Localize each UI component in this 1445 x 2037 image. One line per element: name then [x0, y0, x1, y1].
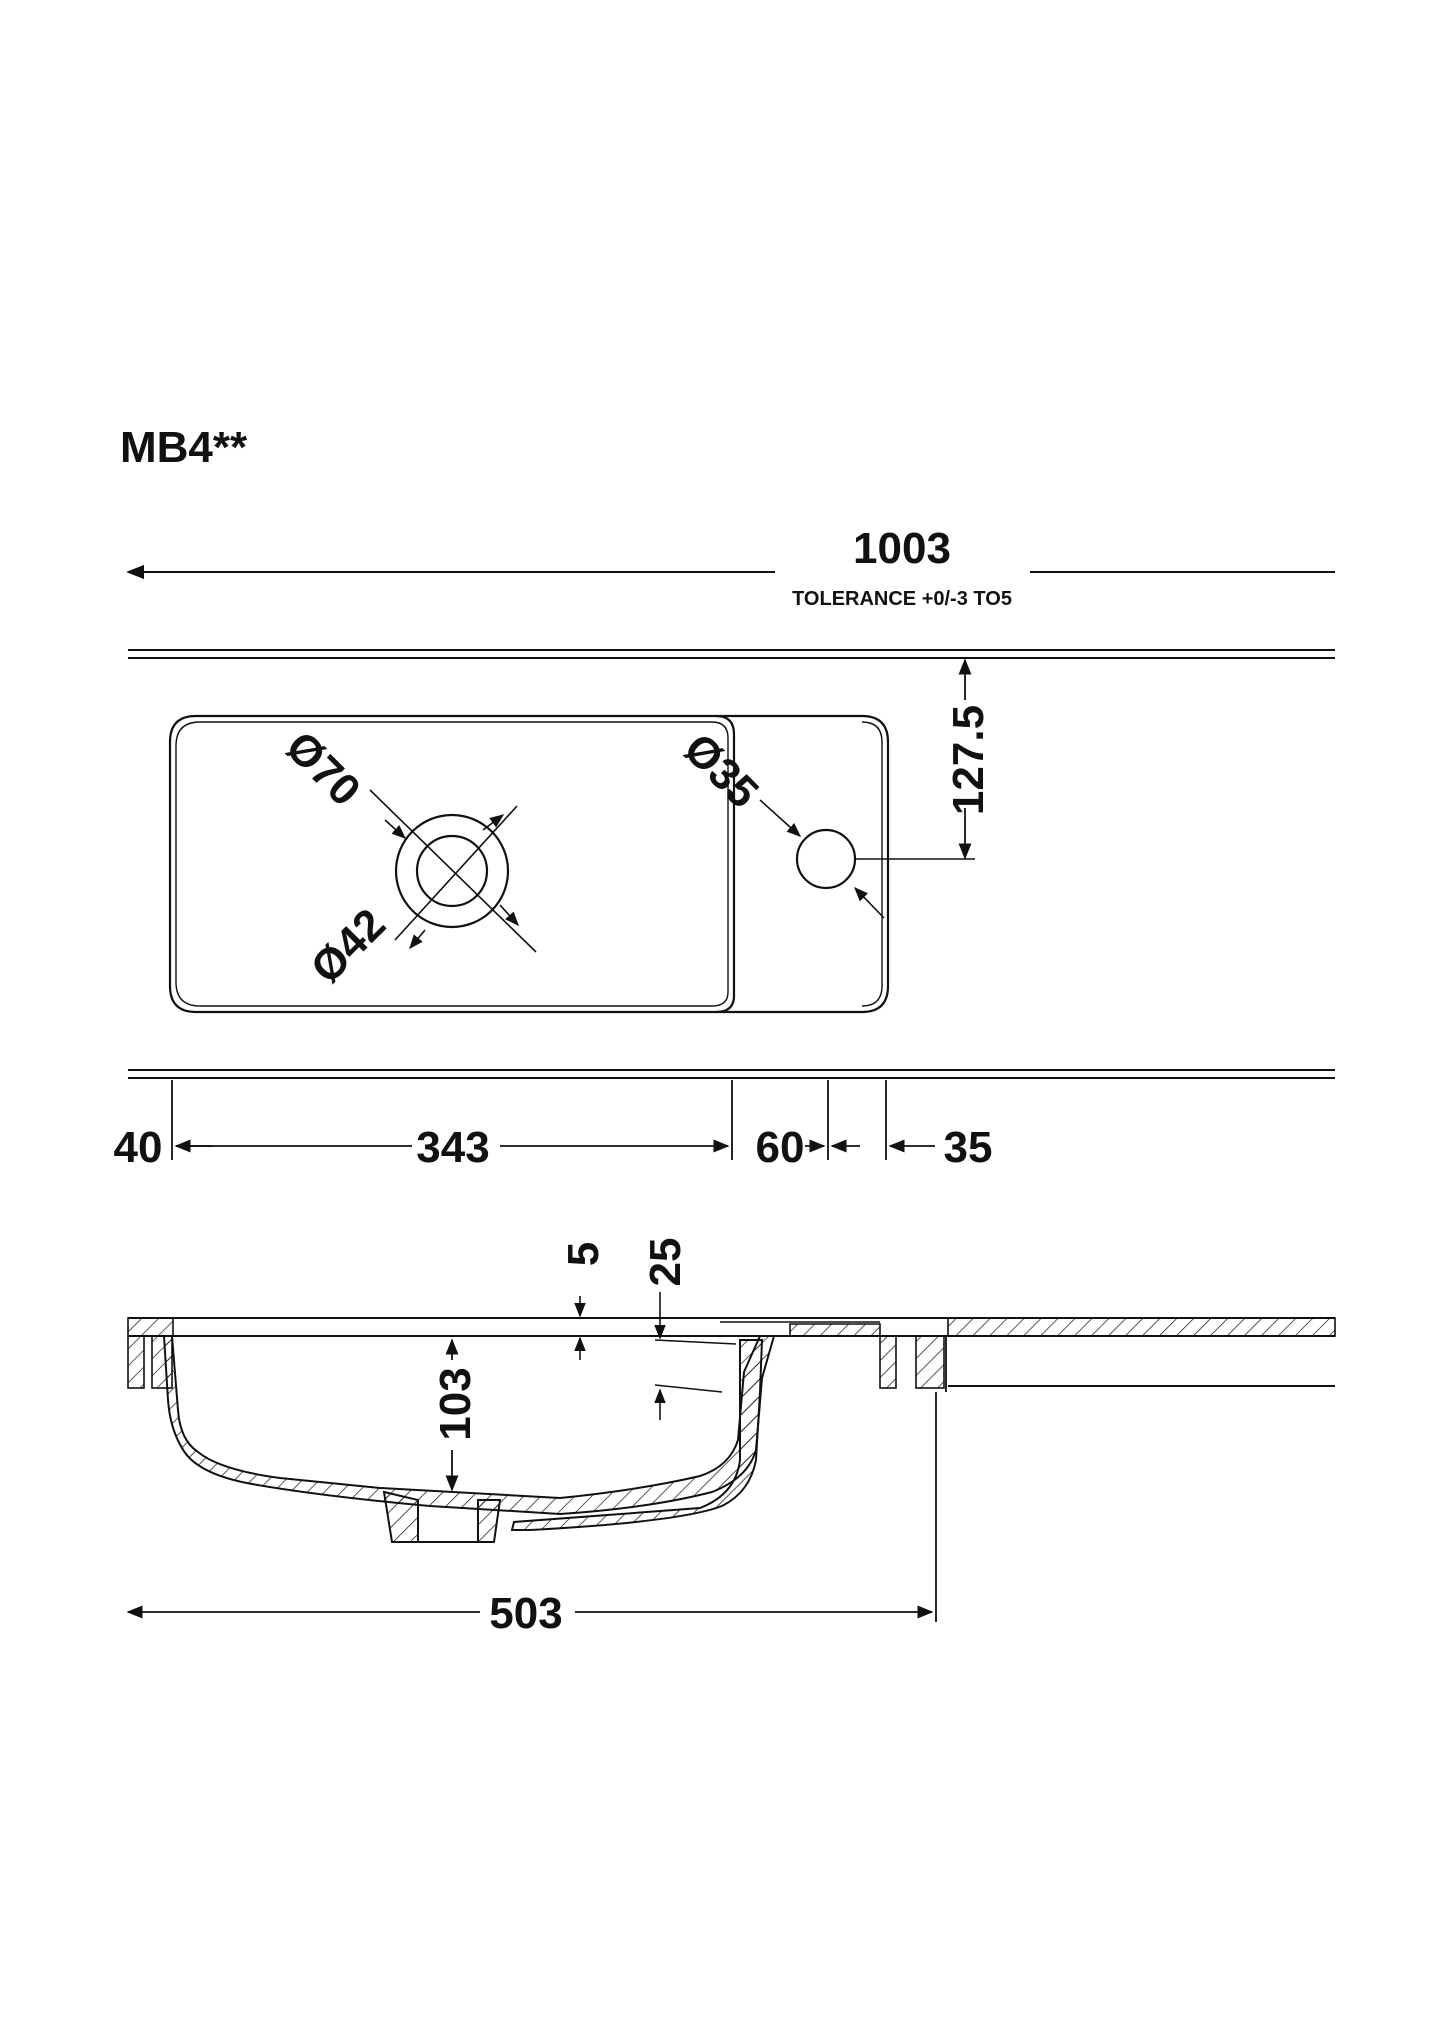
taphole-dia-label: Ø35 — [674, 724, 767, 817]
lip-thickness-label: 5 — [559, 1242, 608, 1266]
shelf-step-label: 25 — [641, 1238, 690, 1287]
left-margin-label: 40 — [114, 1123, 163, 1172]
overall-width-dimension: 1003 TOLERANCE +0/-3 TO5 — [126, 524, 1335, 610]
bowl-depth-label: 103 — [431, 1367, 480, 1440]
bowl-outline — [168, 714, 736, 1014]
waste-outer-dia-label: Ø70 — [276, 722, 369, 815]
bowl-width-label: 343 — [416, 1123, 489, 1172]
waste-inner-circle — [415, 834, 489, 908]
taphole-offset-label: 35 — [944, 1123, 993, 1172]
overflow-channel — [510, 1339, 764, 1531]
tolerance-note: TOLERANCE +0/-3 TO5 — [792, 588, 1012, 610]
waste-outer-circle — [394, 813, 510, 929]
plan-dimensions-row: 40 343 60 35 — [114, 1080, 993, 1172]
waste-inner-dia-label: Ø42 — [302, 900, 395, 993]
depth-to-taphole-label: 127.5 — [944, 705, 993, 815]
shelf-outline — [716, 714, 890, 1014]
model-code: MB4** — [120, 423, 248, 472]
section-width-label: 503 — [489, 1589, 562, 1638]
waste-outlet — [382, 1490, 419, 1543]
taphole-circle — [795, 828, 857, 890]
shelf-width-label: 60 — [756, 1123, 805, 1172]
plan-view: Ø70 Ø42 Ø35 127.5 — [128, 649, 1335, 1079]
section-view: 5 25 103 503 — [126, 1238, 1336, 1638]
overall-width-label: 1003 — [853, 524, 951, 573]
